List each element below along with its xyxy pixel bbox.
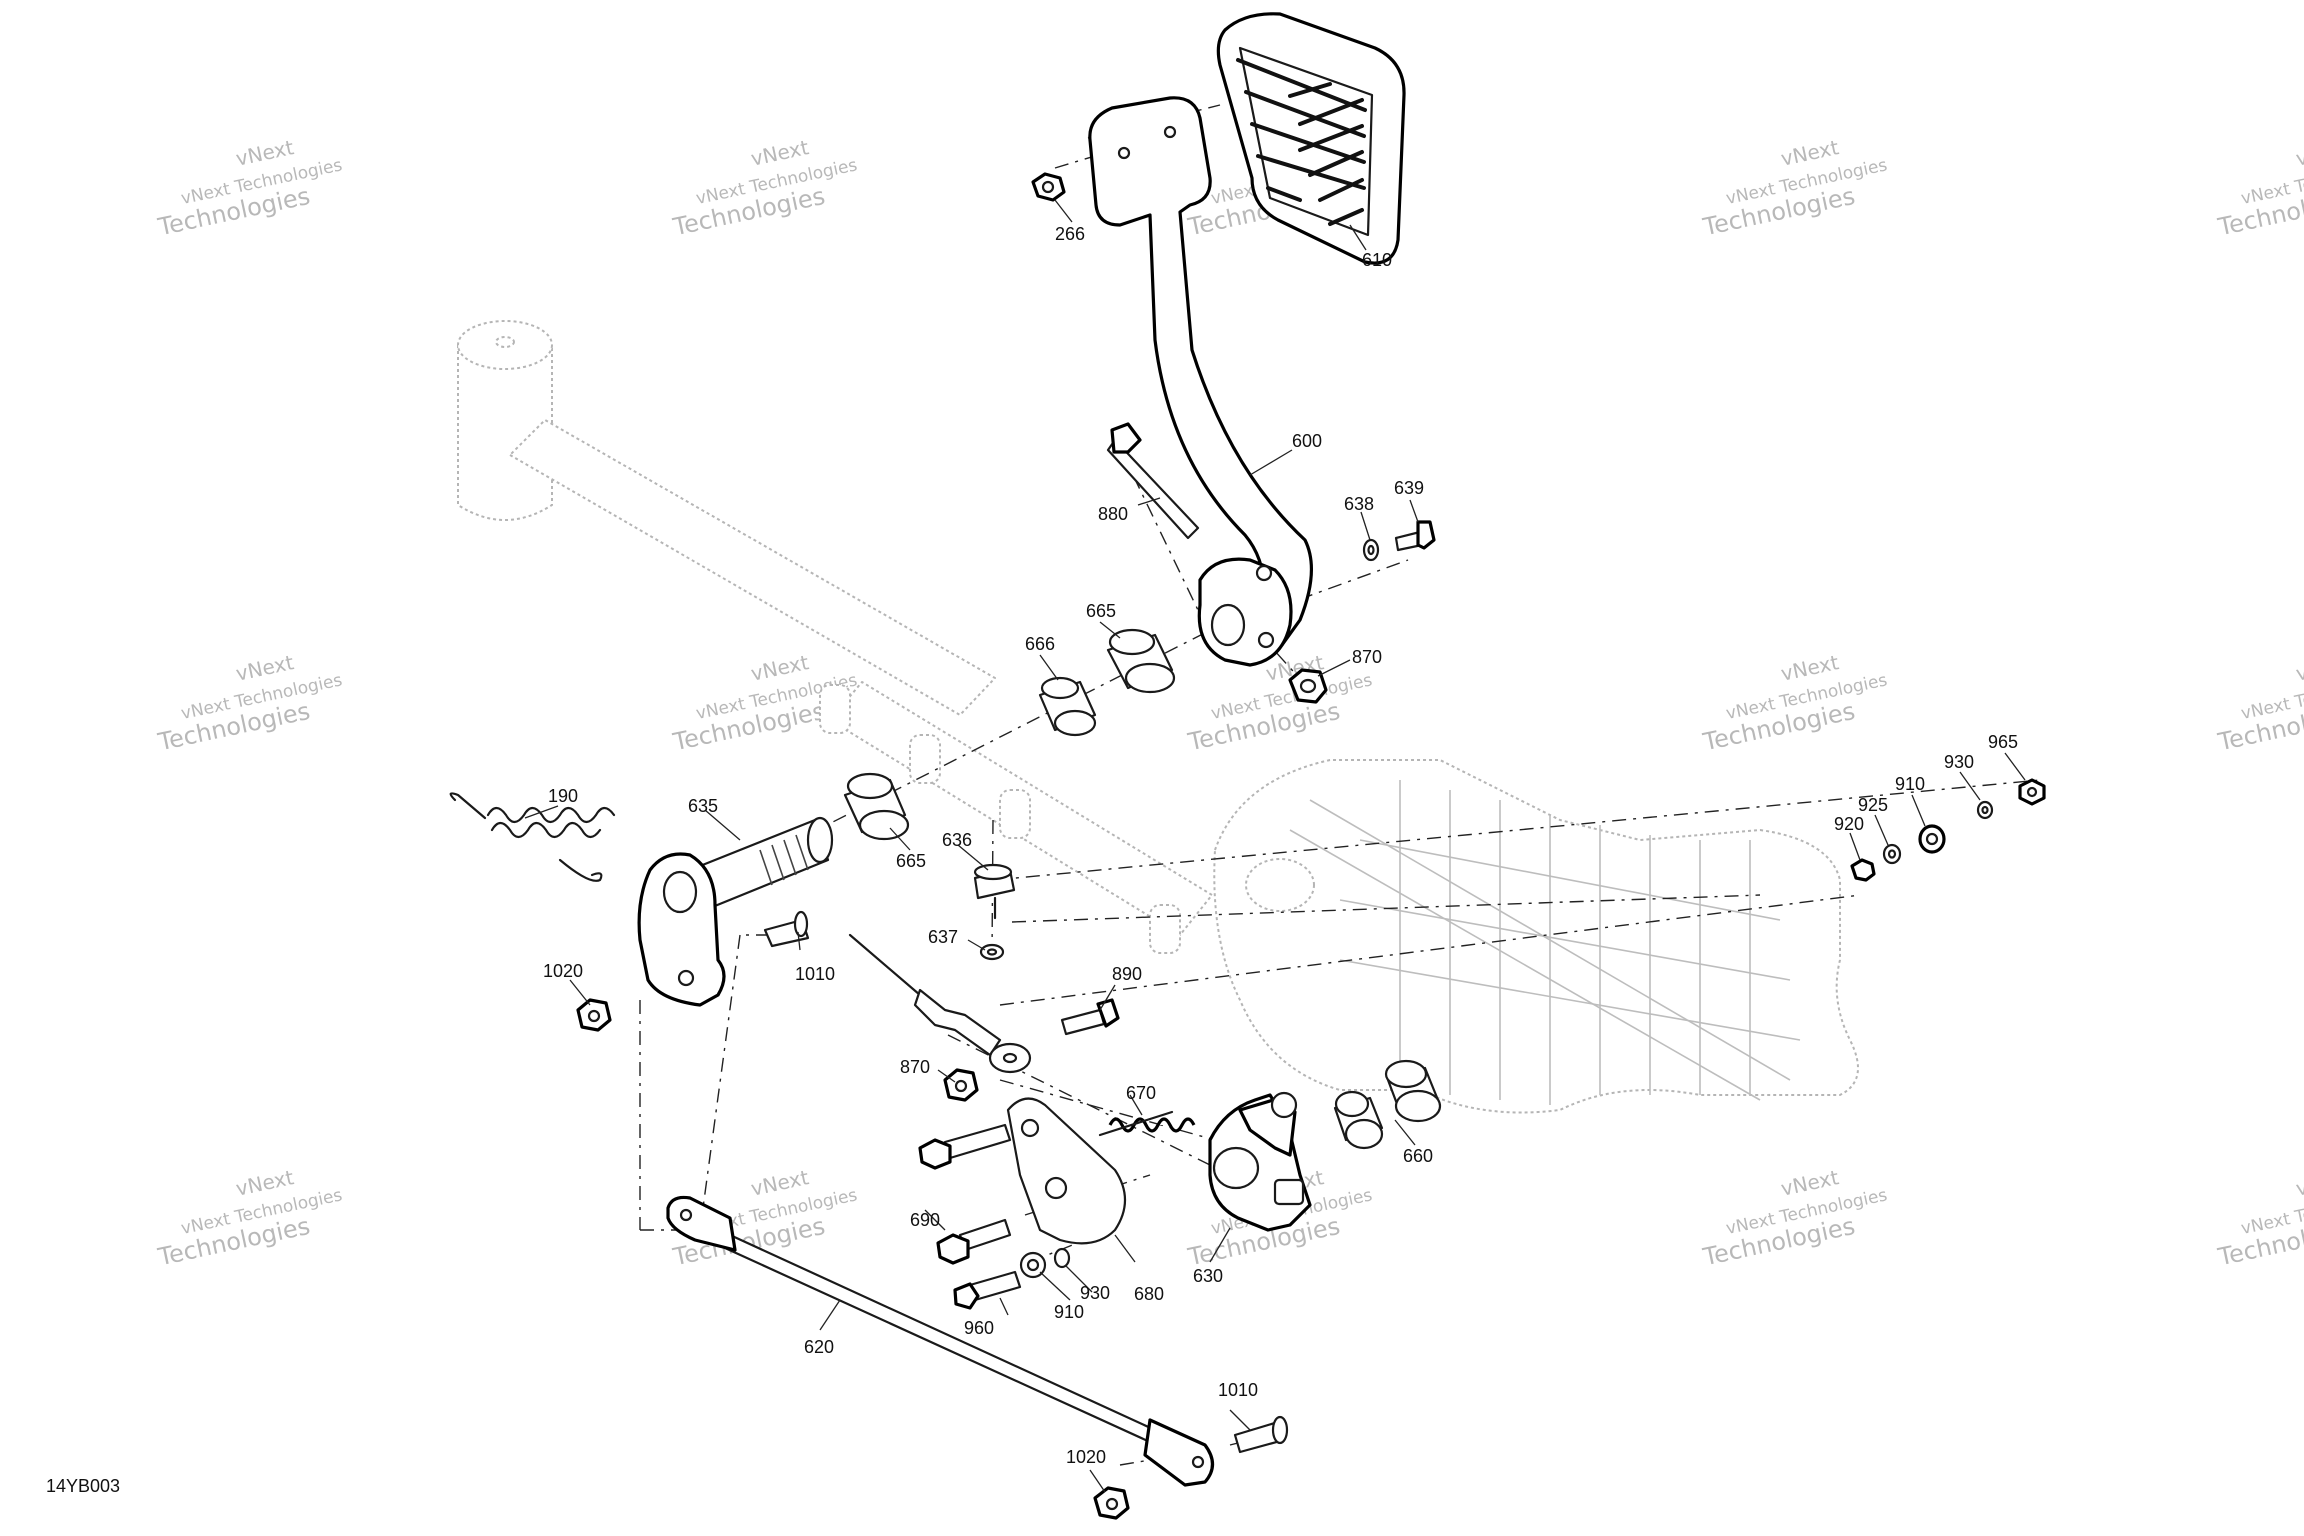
callout-639: 639 <box>1394 478 1424 498</box>
watermark-mark-text: vNext <box>2294 650 2304 686</box>
callout-965: 965 <box>1988 732 2018 752</box>
callout-190: 190 <box>548 786 578 806</box>
part-665-bushing-lower <box>843 772 910 841</box>
diagram-reference-code: 14YB003 <box>46 1476 121 1496</box>
callout-1020-lower: 1020 <box>1066 1447 1106 1467</box>
part-636-stop-bumper <box>973 863 1016 920</box>
callout-620: 620 <box>804 1337 834 1357</box>
part-930-washer-right <box>1976 800 1994 820</box>
part-cable-end <box>848 933 1032 1074</box>
part-190-spring <box>449 792 616 882</box>
watermark-mark-text: vNext <box>2294 135 2304 171</box>
callout-910-right: 910 <box>1895 774 1925 794</box>
part-666-bushing <box>1038 676 1097 737</box>
watermark-mark-text: vNext <box>749 650 811 686</box>
callout-636: 636 <box>942 830 972 850</box>
watermark-mark-text: vNext <box>234 650 296 686</box>
callout-635: 635 <box>688 796 718 816</box>
part-960-bolt <box>953 1270 1022 1310</box>
watermark-mark-text: vNext <box>2294 1165 2304 1201</box>
callout-637: 637 <box>928 927 958 947</box>
watermark-mark-text: vNext <box>1779 650 1841 686</box>
callout-665-lower: 665 <box>896 851 926 871</box>
part-690-bolt-upper <box>918 1123 1012 1170</box>
callout-880: 880 <box>1098 504 1128 524</box>
watermark-mark-text: vNext <box>1779 135 1841 171</box>
callout-960: 960 <box>964 1318 994 1338</box>
callout-870-upper: 870 <box>1352 647 1382 667</box>
part-965-nut <box>2018 778 2046 806</box>
watermark-mark-text: vNext <box>234 1165 296 1201</box>
part-925-washer <box>1882 843 1902 865</box>
part-920-nut <box>1850 858 1876 882</box>
part-690-bolt-lower <box>936 1218 1012 1265</box>
callout-690: 690 <box>910 1210 940 1230</box>
part-1020-nut-lower <box>1093 1486 1130 1520</box>
part-670-spring <box>1098 1110 1196 1137</box>
part-638-washer <box>1362 538 1380 562</box>
callout-890: 890 <box>1112 964 1142 984</box>
callout-870-lower: 870 <box>900 1057 930 1077</box>
callout-1010-lower: 1010 <box>1218 1380 1258 1400</box>
callout-1010-upper: 1010 <box>795 964 835 984</box>
part-610-pedal-pad <box>1216 12 1406 265</box>
callout-1020-left: 1020 <box>543 961 583 981</box>
part-880-bolt <box>1106 422 1200 540</box>
part-660-bushings <box>1333 1059 1442 1150</box>
watermark-mark-text: vNext <box>234 135 296 171</box>
part-639-bolt <box>1394 520 1436 552</box>
part-890-bolt <box>1060 998 1120 1036</box>
part-635-lever-shaft <box>637 816 834 1007</box>
watermark-mark-text: vNext <box>749 135 811 171</box>
part-870-nut-lower <box>943 1068 979 1102</box>
callout-600: 600 <box>1292 431 1322 451</box>
callout-930-lower: 930 <box>1080 1283 1110 1303</box>
callout-660: 660 <box>1403 1146 1433 1166</box>
callout-920: 920 <box>1834 814 1864 834</box>
callout-925: 925 <box>1858 795 1888 815</box>
part-1020-nut-left <box>576 998 612 1032</box>
part-600-pedal-arm <box>1088 96 1313 667</box>
part-665-bushing-upper <box>1106 628 1176 694</box>
watermark-mark-text: vNext <box>1779 1165 1841 1201</box>
part-910-bearing-lower <box>1019 1251 1047 1279</box>
part-680-bracket <box>1006 1097 1126 1245</box>
part-1010-pin-upper <box>763 910 810 948</box>
part-630-lever <box>1208 1091 1312 1232</box>
callout-910-lower: 910 <box>1054 1302 1084 1322</box>
part-266-nut <box>1031 172 1066 202</box>
watermark-mark-text: vNext <box>749 1165 811 1201</box>
part-870-nut-upper <box>1288 668 1328 704</box>
part-637-clip <box>979 943 1005 961</box>
callout-666: 666 <box>1025 634 1055 654</box>
callout-665-upper: 665 <box>1086 601 1116 621</box>
callout-630: 630 <box>1193 1266 1223 1286</box>
callout-670: 670 <box>1126 1083 1156 1103</box>
part-910-bearing-right <box>1918 824 1946 854</box>
part-620-rod <box>666 1195 1215 1487</box>
callout-labels: 266 610 600 880 638 639 665 666 870 190 … <box>543 224 2018 1467</box>
callout-638: 638 <box>1344 494 1374 514</box>
part-1010-pin-lower <box>1233 1415 1289 1454</box>
callout-266: 266 <box>1055 224 1085 244</box>
leader-lines <box>524 199 2026 1493</box>
part-930-washer-lower <box>1053 1247 1071 1269</box>
callout-610: 610 <box>1362 250 1392 270</box>
callout-680: 680 <box>1134 1284 1164 1304</box>
callout-930-right: 930 <box>1944 752 1974 772</box>
